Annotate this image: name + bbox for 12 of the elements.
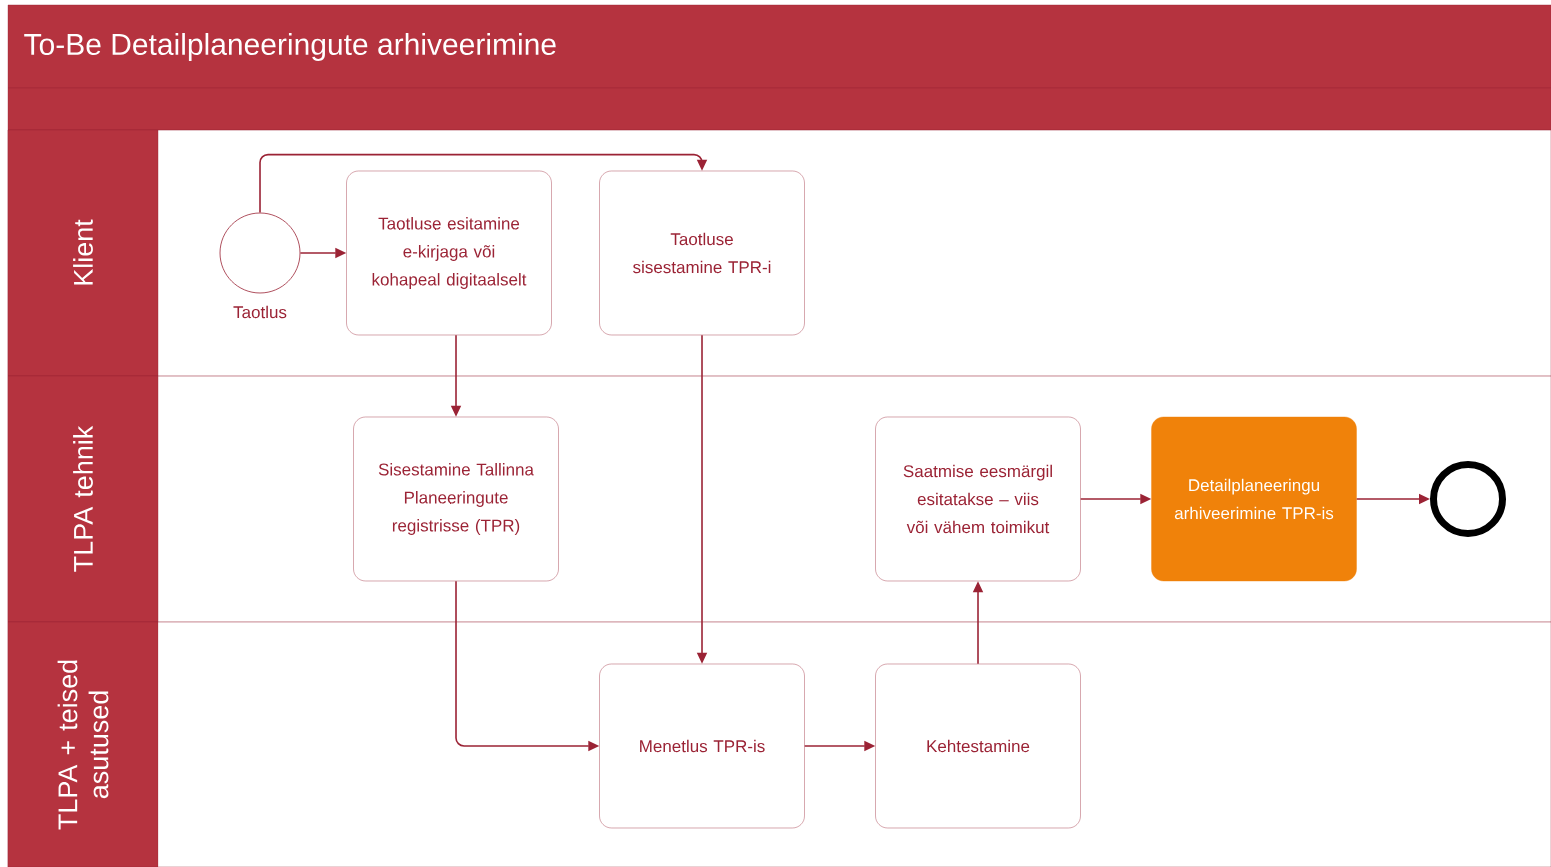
task-box: Menetlus TPR-is: [599, 663, 805, 829]
task-box: Taotluse sisestamine TPR-i: [599, 170, 805, 336]
title: To-Be Detailplaneeringute arhiveerimine: [24, 33, 556, 61]
task-box: Taotluse esitamine e-kirjaga või kohapeal digitaalselt: [346, 170, 552, 336]
task-box: Sisestamine Tallinna Planeeringute registrisse (TPR): [353, 416, 559, 582]
task-box: Detailplaneeringu arhiveerimine TPR-is: [1151, 416, 1357, 582]
event-label: Taotlus: [233, 305, 287, 319]
task-box: Saatmise eesmärgil esitatakse – viis või vähem toimikut: [875, 416, 1081, 582]
start-event-circle: [219, 212, 301, 294]
task-box: Kehtestamine: [875, 663, 1081, 829]
arrow: [259, 153, 708, 214]
end-event-circle: [1430, 461, 1506, 537]
